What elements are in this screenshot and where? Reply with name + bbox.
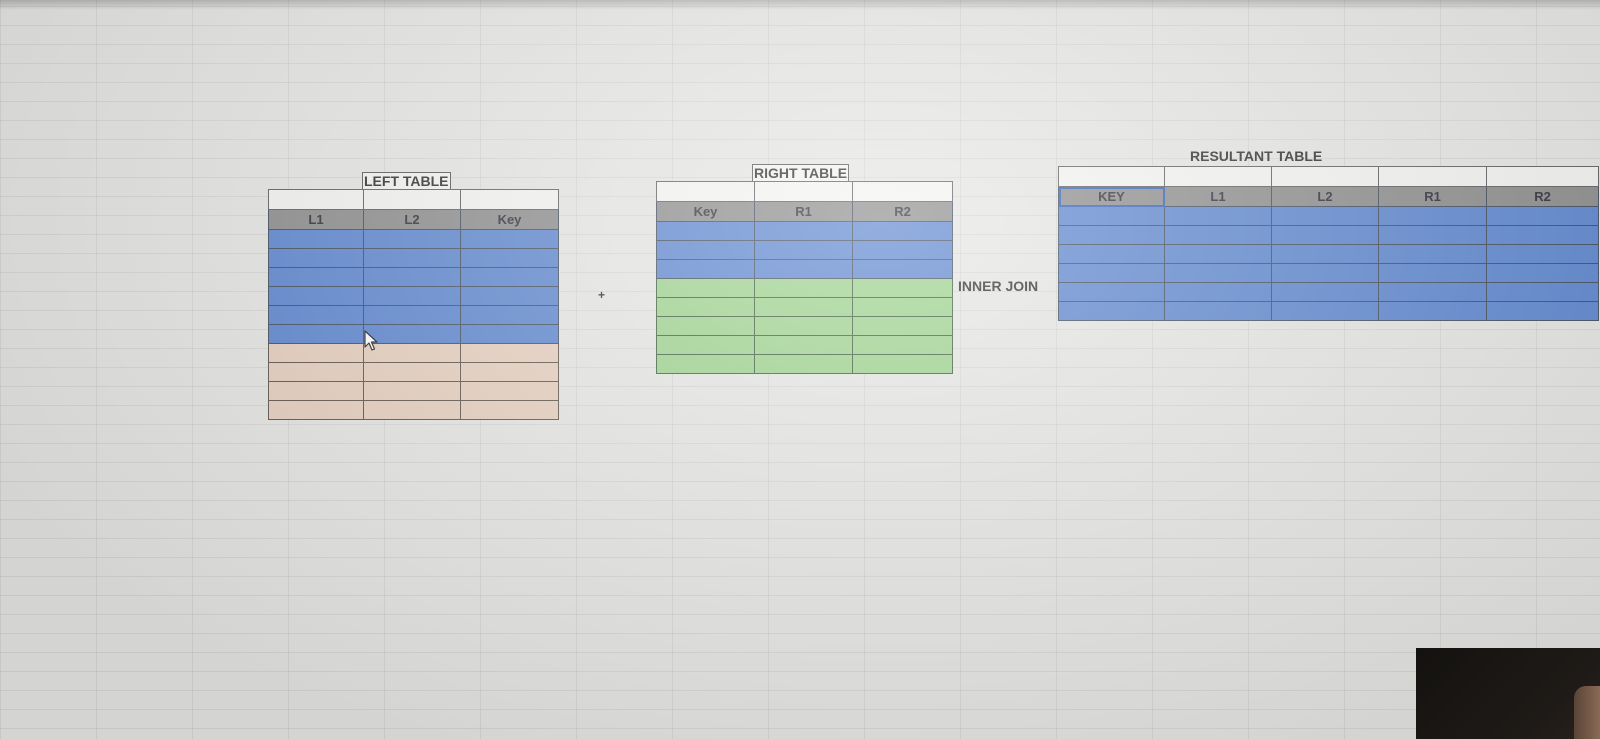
table-row <box>268 343 559 363</box>
inner-join-label: INNER JOIN <box>958 278 1039 294</box>
table-row <box>1058 206 1599 226</box>
table-row <box>656 297 953 317</box>
table-row <box>1058 282 1599 302</box>
plus-operator: + <box>598 288 606 302</box>
left-header-l2[interactable]: L2 <box>363 209 461 230</box>
table-row <box>656 221 953 241</box>
right-table: Key R1 R2 <box>656 181 953 374</box>
table-row <box>1058 225 1599 245</box>
result-header-r1[interactable]: R1 <box>1378 186 1487 207</box>
left-header-key[interactable]: Key <box>460 209 559 230</box>
table-row <box>268 248 559 268</box>
right-table-title: RIGHT TABLE <box>752 164 850 183</box>
table-row <box>268 286 559 306</box>
result-table: KEY L1 L2 R1 R2 <box>1058 166 1599 321</box>
table-row <box>1058 244 1599 264</box>
window-edge <box>0 0 1600 10</box>
result-header-r2[interactable]: R2 <box>1486 186 1599 207</box>
table-row <box>268 324 559 344</box>
left-table-title: LEFT TABLE <box>362 172 451 191</box>
table-row <box>268 381 559 401</box>
result-table-title: RESULTANT TABLE <box>1190 148 1323 164</box>
webcam-overlay <box>1416 648 1600 739</box>
table-row <box>1058 301 1599 321</box>
table-row <box>656 354 953 374</box>
right-header-key[interactable]: Key <box>656 201 755 222</box>
table-row <box>268 400 559 420</box>
table-row <box>268 267 559 287</box>
table-row <box>656 259 953 279</box>
table-row <box>268 229 559 249</box>
right-header-r1[interactable]: R1 <box>754 201 853 222</box>
right-header-r2[interactable]: R2 <box>852 201 953 222</box>
table-row <box>268 305 559 325</box>
result-header-key[interactable]: KEY <box>1058 186 1165 207</box>
left-header-l1[interactable]: L1 <box>268 209 364 230</box>
result-header-l2[interactable]: L2 <box>1271 186 1379 207</box>
table-row <box>656 316 953 336</box>
table-row <box>1058 263 1599 283</box>
result-header-l1[interactable]: L1 <box>1164 186 1272 207</box>
table-row <box>656 240 953 260</box>
presenter-face <box>1574 686 1600 739</box>
mouse-pointer-icon <box>364 330 378 351</box>
table-row <box>656 278 953 298</box>
table-row <box>268 362 559 382</box>
left-table: L1 L2 Key <box>268 189 559 420</box>
table-row <box>656 335 953 355</box>
